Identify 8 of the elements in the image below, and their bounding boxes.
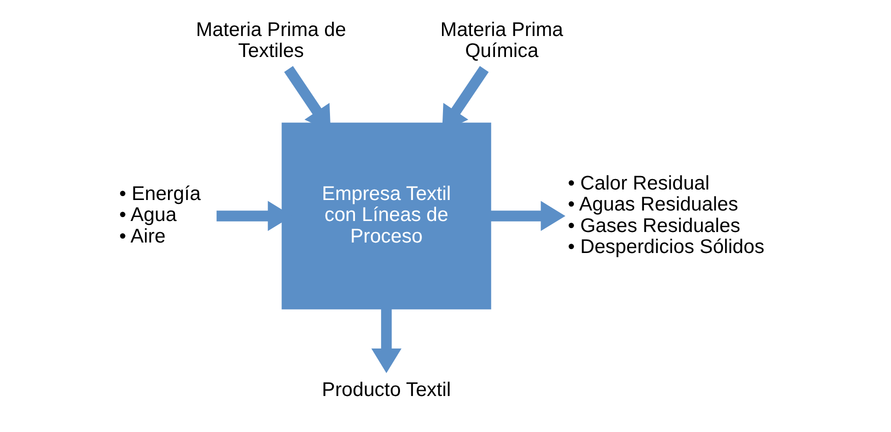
- node-text: Materia Prima de Textiles: [195, 18, 346, 62]
- node-box: Empresa Textil con Líneas de Proceso: [281, 122, 491, 310]
- node-text: • Energía • Agua • Aire: [118, 182, 200, 248]
- arrow: [370, 308, 401, 374]
- node-text: Producto Textil: [321, 378, 450, 401]
- arrow: [490, 200, 565, 232]
- node-text: • Calor Residual • Aguas Residuales • Gases Residuales • Desperdicios Sólidos: [567, 172, 764, 258]
- node-text: Materia Prima Química: [440, 18, 563, 62]
